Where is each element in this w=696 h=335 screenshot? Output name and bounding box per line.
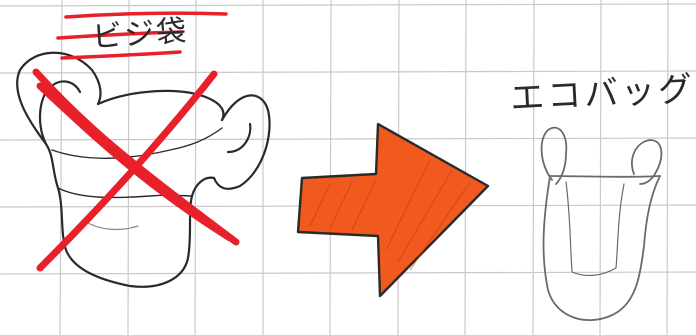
orange-arrow	[298, 124, 488, 296]
red-cross-mark	[36, 72, 236, 268]
eco-bag-label: エコバッグ	[509, 61, 696, 120]
plastic-bag-label: ビジ袋	[91, 6, 190, 57]
eco-bag-drawing	[542, 128, 662, 320]
